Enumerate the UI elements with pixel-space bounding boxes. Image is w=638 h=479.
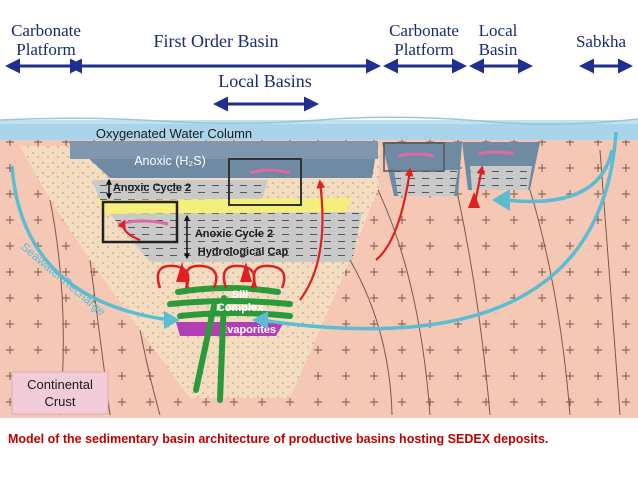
sill-complex [167, 285, 293, 403]
header-band [0, 0, 638, 118]
evaporites-layer [176, 322, 284, 336]
anoxic-cycle-upper-label: Anoxic Cycle 2 [113, 182, 191, 194]
evaporites-label: Evaporites [220, 324, 276, 336]
sabkha-label: Sabkha [576, 32, 627, 51]
carbonate-platform-left-label-1: Carbonate [11, 21, 81, 40]
continental-crust-label-2: Crust [44, 394, 75, 409]
seawater-recharge-heads [164, 189, 510, 329]
ore-lens-far-right [477, 150, 515, 156]
oxygenated-water-band [0, 124, 638, 140]
local-basin-box-upper [228, 158, 302, 206]
local-basin-box-lower [101, 200, 179, 244]
continental-crust-label-box [11, 371, 109, 415]
figure-caption: Model of the sedimentary basin architect… [8, 432, 549, 446]
carbonate-platform-right-label-1: Carbonate [389, 21, 459, 40]
anoxic-top-band [70, 141, 378, 159]
first-order-basin-label: First Order Basin [154, 31, 279, 51]
seawater-recharge-arrows [10, 131, 618, 331]
ore-lens-right [397, 152, 435, 158]
local-basin-label-2: Basin [479, 40, 518, 59]
continental-crust-label-1: Continental [27, 377, 93, 392]
carbonate-platform-right-label-2: Platform [394, 40, 454, 59]
oxygenated-water-column-label: Oxygenated Water Column [96, 126, 252, 141]
sill-complex-label-2: Complex [217, 302, 264, 314]
hydrological-cap-label: Hydrological Cap [198, 246, 289, 258]
carbonate-platform-left-label-2: Platform [16, 40, 76, 59]
anoxic-cycle-lower-bed [110, 212, 362, 262]
ore-lens-upper [249, 168, 291, 175]
sill-complex-label-1: Sill [232, 289, 249, 301]
anoxic-cycle-upper-bed [92, 180, 268, 200]
yellow-sulfide-bed [96, 198, 352, 214]
sedex-basin-diagram: Carbonate Platform First Order Basin Loc… [0, 0, 638, 418]
far-right-local-basin-sediment [470, 166, 532, 190]
water-surface [0, 116, 638, 125]
anoxic-h2s-label: Anoxic (H₂S) [134, 154, 206, 168]
local-basin-label-1: Local [479, 21, 518, 40]
right-local-basin-box [383, 142, 445, 172]
vent-plumes [176, 192, 480, 282]
local-basins-label: Local Basins [218, 71, 311, 91]
right-local-basin-sediment [394, 170, 458, 196]
anoxic-cycle-lower-label: Anoxic Cycle 2 [195, 228, 273, 240]
fluid-pathways [117, 165, 486, 301]
fault-lines [49, 149, 621, 416]
